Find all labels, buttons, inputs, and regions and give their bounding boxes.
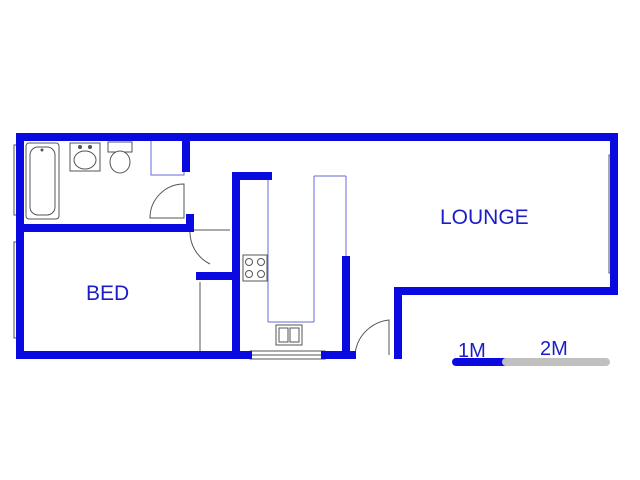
- stove-burner: [245, 270, 253, 278]
- tap-right: [88, 145, 92, 149]
- door-bedroom: [189, 229, 230, 265]
- stove-burner: [257, 258, 265, 266]
- door-entrance: [354, 319, 390, 356]
- stove-burner: [245, 258, 253, 266]
- doors: [149, 183, 390, 356]
- wall-kitchen-left: [232, 172, 272, 359]
- toilet-bowl: [109, 150, 131, 174]
- bathtub-drain: [40, 148, 44, 152]
- wall-outer-left-bottom: [16, 133, 252, 359]
- bathtub-basin: [29, 146, 56, 216]
- windows: [13, 144, 618, 360]
- sink-bowl-left: [278, 327, 289, 343]
- room-label-bed: BED: [86, 282, 129, 305]
- walls: [16, 133, 618, 359]
- stove-burner: [257, 270, 265, 278]
- scale-bar: 1M 2M: [452, 338, 610, 366]
- tap-left: [78, 145, 82, 149]
- room-label-lounge: LOUNGE: [440, 206, 529, 229]
- kitchen-fixtures: [242, 175, 347, 346]
- bathroom-cupboard: [150, 139, 185, 176]
- bathroom-fixtures: [25, 139, 185, 220]
- wall-outer-top-right: [16, 133, 618, 359]
- sink-bowl-right: [289, 327, 300, 343]
- scale-label-2m: 2M: [540, 338, 568, 360]
- scale-label-1m: 1M: [458, 340, 486, 362]
- wash-basin: [73, 150, 97, 170]
- door-bathroom: [149, 183, 185, 219]
